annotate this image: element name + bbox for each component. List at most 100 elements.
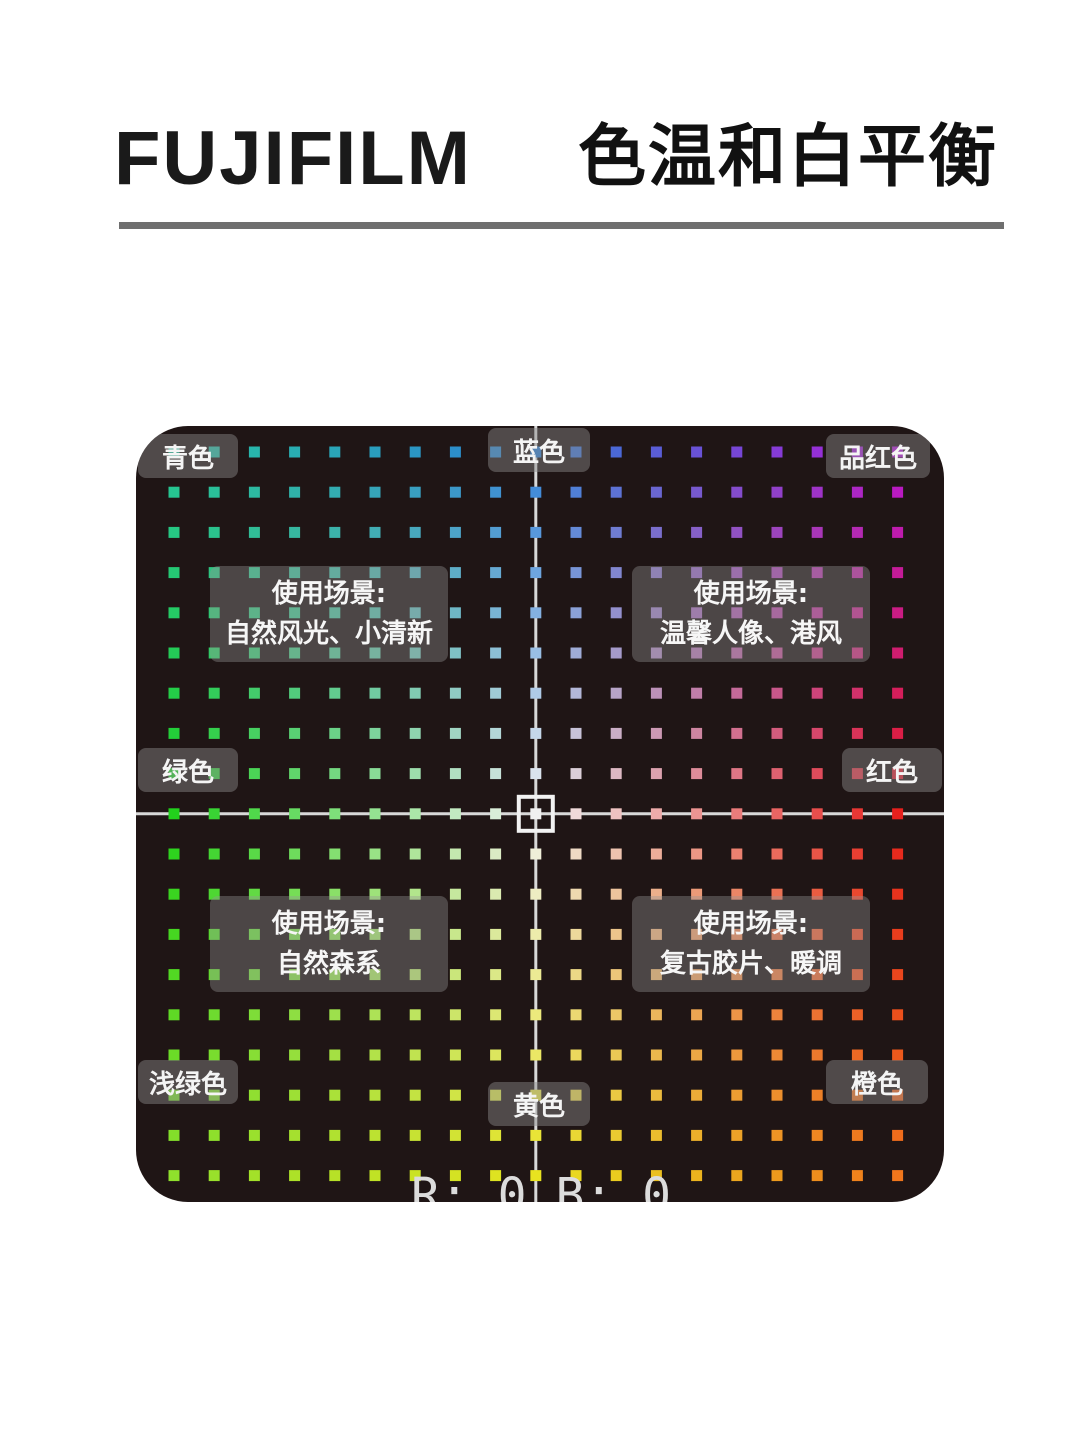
color-dot[interactable] xyxy=(449,607,461,619)
color-dot[interactable] xyxy=(449,888,461,900)
color-dot[interactable] xyxy=(650,969,662,981)
color-dot[interactable] xyxy=(771,768,783,780)
color-dot[interactable] xyxy=(369,446,381,458)
color-dot[interactable] xyxy=(248,768,260,780)
color-dot[interactable] xyxy=(208,526,220,538)
color-dot[interactable] xyxy=(168,888,180,900)
color-dot[interactable] xyxy=(248,848,260,860)
color-dot[interactable] xyxy=(530,446,542,458)
color-dot[interactable] xyxy=(530,969,542,981)
color-dot[interactable] xyxy=(731,808,743,820)
color-dot[interactable] xyxy=(289,486,301,498)
color-dot[interactable] xyxy=(892,647,904,659)
color-dot[interactable] xyxy=(248,808,260,820)
color-dot[interactable] xyxy=(610,486,622,498)
color-dot[interactable] xyxy=(610,848,622,860)
color-dot[interactable] xyxy=(369,567,381,579)
color-dot[interactable] xyxy=(731,486,743,498)
color-dot[interactable] xyxy=(610,1049,622,1061)
color-dot[interactable] xyxy=(771,928,783,940)
color-dot[interactable] xyxy=(570,1009,582,1021)
color-dot[interactable] xyxy=(570,1129,582,1141)
color-dot[interactable] xyxy=(289,808,301,820)
color-dot[interactable] xyxy=(771,808,783,820)
color-dot[interactable] xyxy=(851,808,863,820)
color-dot[interactable] xyxy=(208,768,220,780)
color-dot[interactable] xyxy=(449,768,461,780)
color-dot[interactable] xyxy=(490,888,502,900)
color-dot[interactable] xyxy=(208,1170,220,1182)
color-dot[interactable] xyxy=(892,526,904,538)
color-dot[interactable] xyxy=(731,607,743,619)
color-dot[interactable] xyxy=(851,1009,863,1021)
color-dot[interactable] xyxy=(289,446,301,458)
color-dot[interactable] xyxy=(369,607,381,619)
color-dot[interactable] xyxy=(490,1129,502,1141)
color-dot[interactable] xyxy=(570,1089,582,1101)
color-dot[interactable] xyxy=(650,848,662,860)
color-dot[interactable] xyxy=(811,567,823,579)
color-dot[interactable] xyxy=(851,888,863,900)
color-dot[interactable] xyxy=(409,567,421,579)
color-dot[interactable] xyxy=(650,808,662,820)
color-dot[interactable] xyxy=(409,1089,421,1101)
color-dot[interactable] xyxy=(691,928,703,940)
color-dot[interactable] xyxy=(610,647,622,659)
color-dot[interactable] xyxy=(208,1089,220,1101)
color-dot[interactable] xyxy=(168,687,180,699)
color-dot[interactable] xyxy=(369,848,381,860)
color-dot[interactable] xyxy=(208,607,220,619)
color-dot[interactable] xyxy=(610,446,622,458)
color-dot[interactable] xyxy=(208,888,220,900)
color-dot[interactable] xyxy=(208,969,220,981)
color-dot[interactable] xyxy=(892,567,904,579)
color-dot[interactable] xyxy=(570,727,582,739)
color-dot[interactable] xyxy=(490,1089,502,1101)
color-dot[interactable] xyxy=(570,526,582,538)
color-dot[interactable] xyxy=(570,567,582,579)
color-dot[interactable] xyxy=(811,687,823,699)
color-dot[interactable] xyxy=(731,1009,743,1021)
color-dot[interactable] xyxy=(892,1170,904,1182)
color-dot[interactable] xyxy=(570,647,582,659)
color-dot[interactable] xyxy=(490,928,502,940)
color-dot[interactable] xyxy=(369,687,381,699)
color-dot[interactable] xyxy=(289,607,301,619)
color-dot[interactable] xyxy=(369,888,381,900)
color-dot[interactable] xyxy=(168,567,180,579)
color-dot[interactable] xyxy=(409,607,421,619)
color-dot[interactable] xyxy=(530,727,542,739)
color-dot[interactable] xyxy=(289,1129,301,1141)
color-dot[interactable] xyxy=(691,687,703,699)
color-dot[interactable] xyxy=(892,969,904,981)
color-dot[interactable] xyxy=(248,1170,260,1182)
color-dot[interactable] xyxy=(570,486,582,498)
color-dot[interactable] xyxy=(289,727,301,739)
color-dot[interactable] xyxy=(248,928,260,940)
color-dot[interactable] xyxy=(892,808,904,820)
color-dot[interactable] xyxy=(409,1129,421,1141)
color-dot[interactable] xyxy=(811,607,823,619)
color-dot[interactable] xyxy=(851,1129,863,1141)
color-dot[interactable] xyxy=(329,969,341,981)
color-dot[interactable] xyxy=(530,1129,542,1141)
color-dot[interactable] xyxy=(168,1049,180,1061)
color-dot[interactable] xyxy=(289,1089,301,1101)
color-dot[interactable] xyxy=(329,888,341,900)
color-dot[interactable] xyxy=(731,969,743,981)
color-dot[interactable] xyxy=(168,607,180,619)
color-dot[interactable] xyxy=(449,1129,461,1141)
color-dot[interactable] xyxy=(771,607,783,619)
color-dot[interactable] xyxy=(329,768,341,780)
color-dot[interactable] xyxy=(449,1009,461,1021)
color-dot[interactable] xyxy=(892,1089,904,1101)
color-dot[interactable] xyxy=(691,1170,703,1182)
color-dot[interactable] xyxy=(490,808,502,820)
color-dot[interactable] xyxy=(851,526,863,538)
color-dot[interactable] xyxy=(650,928,662,940)
color-dot[interactable] xyxy=(248,727,260,739)
color-dot[interactable] xyxy=(851,1049,863,1061)
color-dot[interactable] xyxy=(490,486,502,498)
color-dot[interactable] xyxy=(289,1049,301,1061)
color-dot[interactable] xyxy=(851,969,863,981)
